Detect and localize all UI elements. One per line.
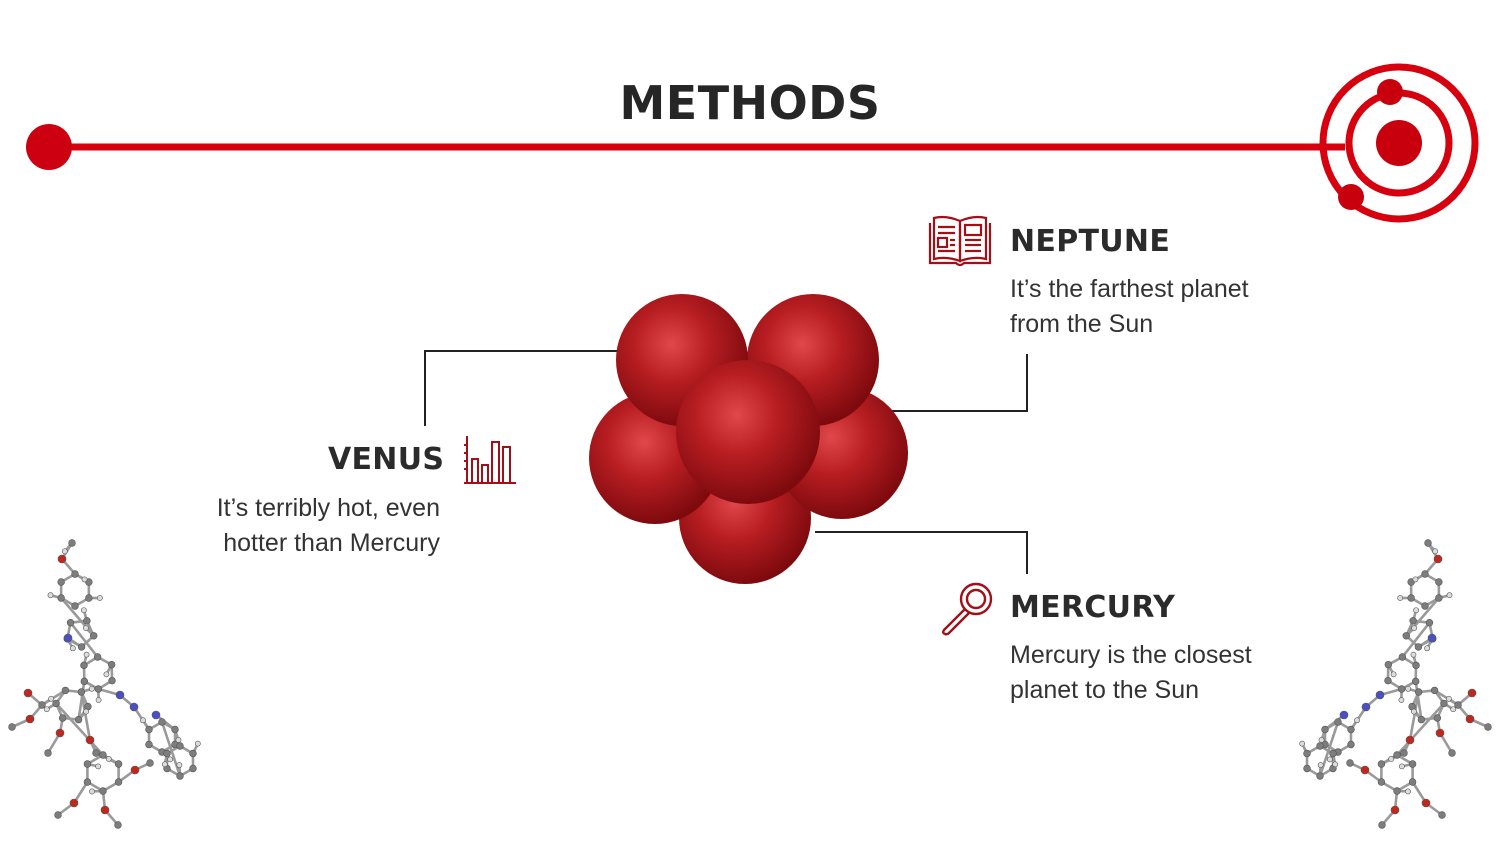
bar-chart-icon [464, 436, 516, 484]
venus-description: It’s terribly hot, even hotter than Merc… [216, 494, 440, 557]
newspaper-icon [928, 215, 992, 267]
neptune-description: It’s the farthest planet from the Sun [1010, 275, 1249, 338]
venus-heading: VENUS [328, 442, 445, 477]
mercury-heading: MERCURY [1010, 590, 1176, 625]
neptune-heading: NEPTUNE [1010, 224, 1171, 259]
magnifier-icon [942, 582, 993, 636]
slide-title: METHODS [619, 76, 881, 130]
mercury-description: Mercury is the closest planet to the Sun [1010, 641, 1252, 704]
